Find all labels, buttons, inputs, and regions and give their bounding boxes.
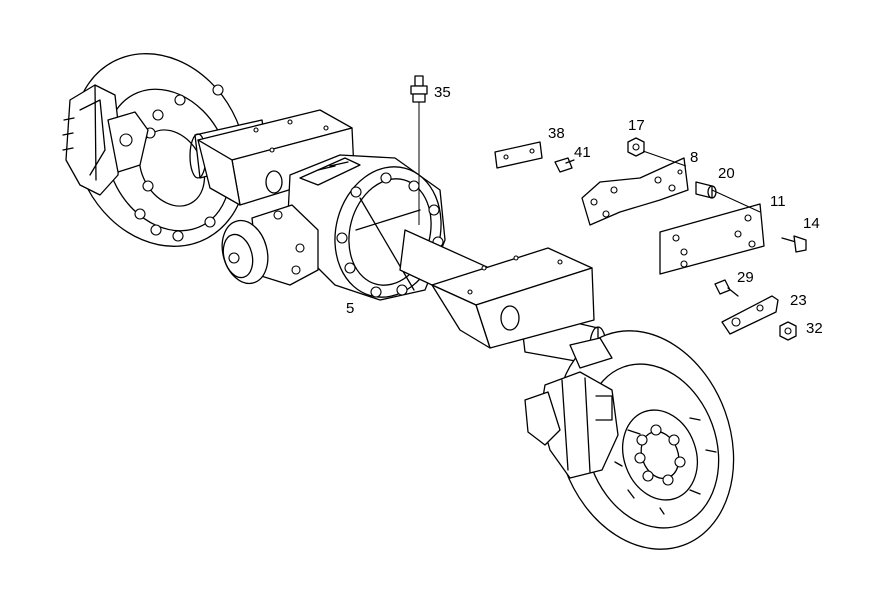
bracket-23 <box>721 295 779 335</box>
left-brake-caliper <box>62 84 149 196</box>
callout-11: 11 <box>770 193 786 210</box>
left-spring-bracket <box>197 109 355 206</box>
right-spring-bracket <box>431 247 595 349</box>
callout-29: 29 <box>737 269 754 286</box>
bolt-41 <box>554 157 575 173</box>
nut-32 <box>779 321 797 341</box>
callout-32: 32 <box>806 320 823 337</box>
callout-5: 5 <box>346 300 354 317</box>
breather-valve <box>410 75 428 225</box>
callout-17: 17 <box>628 117 645 134</box>
callout-23: 23 <box>790 292 807 309</box>
bolt-14 <box>781 235 807 253</box>
callout-14: 14 <box>803 215 820 232</box>
callout-20: 20 <box>718 165 735 182</box>
plate-11 <box>659 203 765 275</box>
plate-8 <box>581 157 689 226</box>
callout-35: 35 <box>434 84 451 101</box>
shim-plate-38 <box>494 141 543 169</box>
left-brake-disc <box>73 53 247 247</box>
bolt-29 <box>714 279 739 297</box>
spacer-sleeve-20 <box>695 181 717 199</box>
callout-38: 38 <box>548 125 565 142</box>
nut-17 <box>627 137 645 157</box>
leader-lines <box>642 150 761 213</box>
pinion-flange <box>221 204 319 286</box>
callout-41: 41 <box>574 144 591 161</box>
callout-8: 8 <box>690 149 698 166</box>
right-brake-disc <box>555 330 735 550</box>
right-brake-caliper <box>524 337 619 479</box>
